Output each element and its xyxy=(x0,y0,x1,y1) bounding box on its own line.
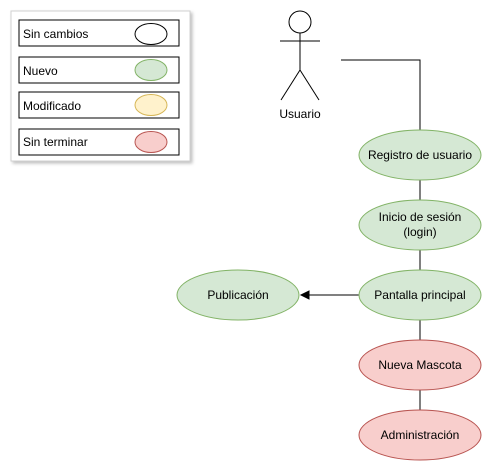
edge-actor-registro xyxy=(341,59,421,130)
legend-item-sin-terminar: Sin terminar xyxy=(18,128,180,156)
use-case-shape xyxy=(358,269,482,321)
legend-item-modificado: Modificado xyxy=(18,91,180,119)
use-case-label: Registro de usuario xyxy=(368,148,472,162)
legend-item-nuevo: Nuevo xyxy=(18,56,180,84)
legend: Sin cambios Nuevo Modificado Sin termina… xyxy=(10,10,191,162)
use-case-shape xyxy=(358,409,482,461)
use-case-nueva-mascota: Nueva Mascota xyxy=(358,339,482,391)
legend-item-label: Sin terminar xyxy=(23,135,88,149)
legend-swatch-yellow xyxy=(134,94,168,116)
actor-label: Usuario xyxy=(279,107,321,121)
use-case-registro: Registro de usuario xyxy=(358,129,482,181)
use-case-publicacion: Publicación xyxy=(176,269,300,321)
legend-swatch-white xyxy=(134,23,168,45)
use-case-label-line2: (login) xyxy=(403,225,436,239)
legend-item-label: Modificado xyxy=(23,99,81,113)
use-case-inicio-sesion: Inicio de sesión (login) xyxy=(358,199,482,251)
use-case-shape xyxy=(358,129,482,181)
legend-swatch-red xyxy=(134,131,168,153)
use-case-shape xyxy=(176,269,300,321)
actor-usuario xyxy=(280,10,320,101)
use-case-shape xyxy=(358,199,482,251)
use-case-label-line1: Inicio de sesión xyxy=(379,210,462,224)
use-case-pantalla-principal: Pantalla principal xyxy=(358,269,482,321)
use-case-label: Administración xyxy=(381,428,460,442)
use-case-label: Publicación xyxy=(207,288,268,302)
use-case-shape xyxy=(358,339,482,391)
use-case-label: Nueva Mascota xyxy=(378,358,462,372)
connectors xyxy=(308,59,421,410)
legend-item-label: Nuevo xyxy=(23,64,58,78)
legend-item-sin-cambios: Sin cambios xyxy=(18,19,180,47)
actor-left-leg xyxy=(280,69,301,101)
use-case-label: Pantalla principal xyxy=(374,288,465,302)
arrowhead-publicacion xyxy=(299,290,310,300)
use-case-administracion: Administración xyxy=(358,409,482,461)
legend-item-label: Sin cambios xyxy=(23,27,88,41)
actor-right-leg xyxy=(299,69,320,101)
legend-swatch-green xyxy=(134,59,168,81)
actor-head xyxy=(288,10,312,34)
